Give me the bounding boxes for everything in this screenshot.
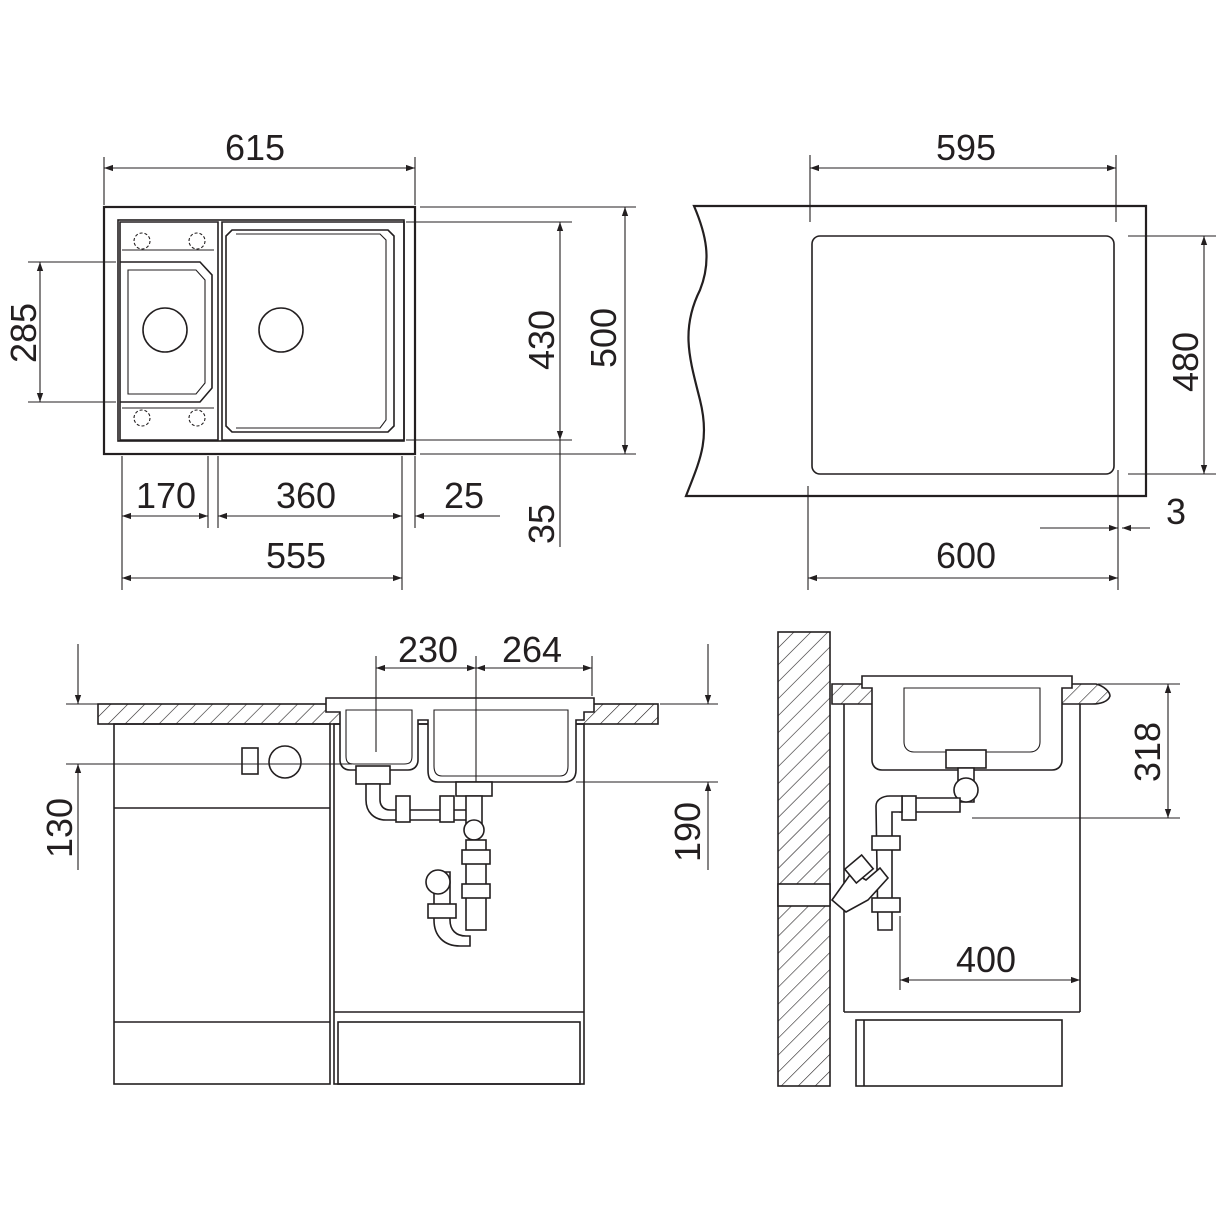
pipe-nut-1: [395, 795, 411, 823]
valve-box: [241, 747, 259, 775]
side-pipe-nut-3: [871, 897, 901, 913]
side-pipe-nut-4: [843, 853, 875, 885]
left-cabinet: [113, 723, 331, 1085]
dim-label-318: 318: [1127, 722, 1168, 782]
dim-label-170: 170: [136, 475, 196, 516]
cutout-opening: [811, 235, 1115, 475]
dim-label-600: 600: [936, 535, 996, 576]
tap-hole-1: [133, 232, 151, 250]
top-right-cutout-view: 595 480 3 600: [684, 127, 1216, 590]
side-pipe-nut-1: [901, 795, 917, 821]
dim-label-3: 3: [1166, 491, 1186, 532]
dim-label-264: 264: [502, 629, 562, 670]
small-bowl-outline: [119, 221, 219, 441]
dim-label-190: 190: [667, 802, 708, 862]
side-pipe-nut-2: [871, 835, 901, 851]
pipe-nut-5: [427, 903, 457, 919]
small-bowl-inner: [120, 261, 213, 403]
dim-label-595: 595: [936, 127, 996, 168]
dim-label-500: 500: [583, 308, 624, 368]
dim-label-555: 555: [266, 535, 326, 576]
tap-hole-4: [188, 409, 206, 427]
sink-outer-rim: [102, 205, 417, 456]
small-bowl-basin: [127, 269, 206, 395]
dim-label-400: 400: [956, 939, 1016, 980]
large-bowl-inner: [225, 229, 395, 433]
side-drain-strainer: [945, 749, 987, 769]
small-bowl-drain: [142, 307, 188, 353]
pipe-nut-2: [439, 795, 455, 823]
small-bowl-section: [345, 709, 413, 765]
sink-body-section: [325, 697, 595, 783]
sink-side-bowl: [903, 687, 1041, 753]
large-bowl-basin: [236, 233, 387, 429]
pipe-nut-3: [461, 849, 491, 865]
wall-section: [777, 631, 831, 1087]
side-vertical-pipe: [875, 795, 903, 931]
large-bowl-outline: [221, 221, 405, 441]
worktop-outline: [684, 204, 1148, 498]
dim-label-615: 615: [225, 127, 285, 168]
tap-hole-3: [133, 409, 151, 427]
large-bowl-drain: [258, 307, 304, 353]
trap-outlet: [425, 869, 451, 895]
sink-side-section: [861, 675, 1073, 771]
side-drain-bend: [953, 777, 979, 803]
water-connection: [268, 745, 302, 779]
pipe-nut-4: [461, 883, 491, 899]
dim-label-285: 285: [3, 303, 44, 363]
dim-label-230: 230: [398, 629, 458, 670]
small-drain-strainer: [355, 765, 391, 785]
bottom-left-front-view: 230 264 130 190: [39, 629, 718, 1085]
dim-label-480: 480: [1165, 332, 1206, 392]
cabinet-drawer: [855, 1019, 1063, 1087]
right-cabinet-drawer: [337, 1021, 581, 1085]
dim-label-360: 360: [276, 475, 336, 516]
top-left-plan-view: 615 285 430 500 35 170 360 25 55: [3, 127, 636, 590]
tee-bend: [463, 819, 485, 841]
bottom-right-side-view: 318 400: [777, 631, 1180, 1087]
dim-label-35: 35: [521, 504, 562, 544]
dim-label-130: 130: [39, 798, 80, 858]
large-drain-strainer: [455, 781, 493, 797]
dim-label-430: 430: [521, 310, 562, 370]
tap-hole-2: [188, 232, 206, 250]
dim-label-25: 25: [444, 475, 484, 516]
large-bowl-section: [433, 709, 569, 777]
wall-break: [777, 883, 831, 907]
